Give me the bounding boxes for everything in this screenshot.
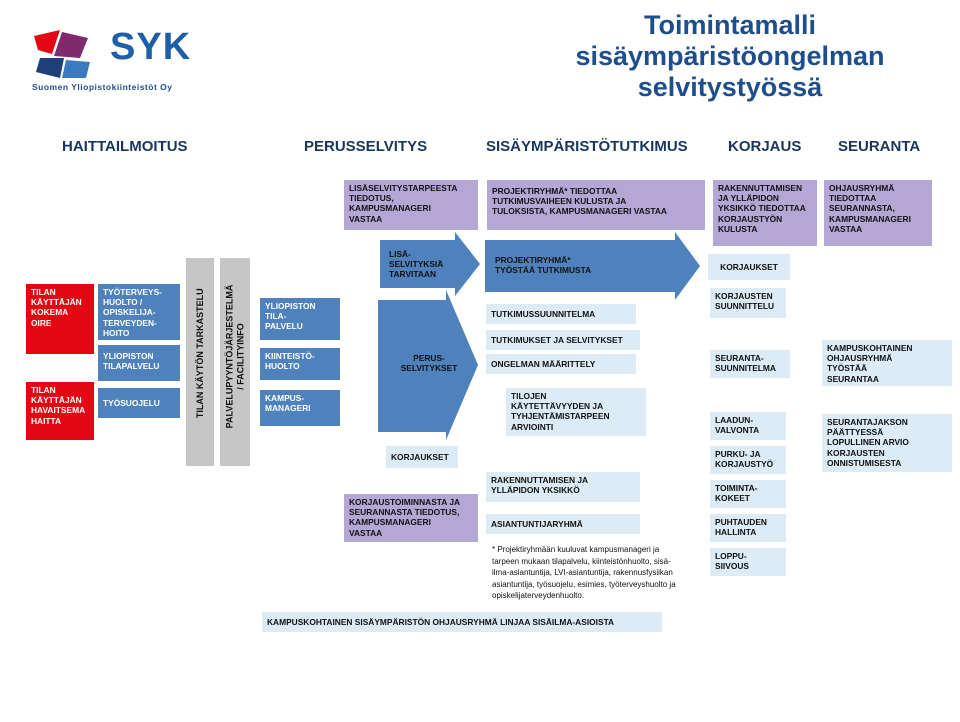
box-kokema-oire: TILAN KÄYTTÄJÄN KOKEMA OIRE	[26, 284, 94, 354]
box-tutkimukset-ja-selvitykset: TUTKIMUKSET JA SELVITYKSET	[486, 330, 640, 350]
box-tilojen-kaytettavyys: TILOJEN KÄYTETTÄVYYDEN JA TYHJENTÄMISTAR…	[506, 388, 646, 436]
column-seuranta: SEURANTA	[838, 138, 921, 155]
box-rakennuttamisen-tiedottaa: RAKENNUTTAMISEN JA YLLÄPIDON YKSIKKÖ TIE…	[713, 180, 817, 246]
arrow-lisaselvityksia	[380, 232, 480, 296]
box-lisaselvitystarpeesta-tiedotus: LISÄSELVITYSTARPEESTA TIEDOTUS, KAMPUSMA…	[344, 180, 478, 230]
box-kampuskohtainen-ohjausryhma: KAMPUSKOHTAINEN OHJAUSRYHMÄ TYÖSTÄÄ SEUR…	[822, 340, 952, 386]
box-ohjausryhma-tiedottaa: OHJAUSRYHMÄ TIEDOTTAA SEURANNASTA, KAMPU…	[824, 180, 932, 246]
box-toimintakokeet: TOIMINTA- KOKEET	[710, 480, 786, 508]
box-asiantuntijaryhma: ASIANTUNTIJARYHMÄ	[486, 514, 640, 534]
box-ongelman-maarittely: ONGELMAN MÄÄRITTELY	[486, 354, 636, 374]
box-korjaukset-perus: KORJAUKSET	[386, 446, 458, 468]
logo-text: SYK	[110, 26, 192, 68]
box-korjaukset-head: KORJAUKSET	[708, 254, 790, 280]
strip-label-palvelupyynto: PALVELUPYYNTÖJÄRJESTELMÄ / FACILITYINFO	[224, 284, 246, 429]
box-loppusiivous: LOPPU- SIIVOUS	[710, 548, 786, 576]
box-tutkimussuunnitelma: TUTKIMUSSUUNNITELMA	[486, 304, 636, 324]
box-kampusmanageri: KAMPUS- MANAGERI	[260, 390, 340, 426]
strip-label-tarkastelu: TILAN KÄYTÖN TARKASTELU	[194, 288, 205, 419]
box-projektiryhma-tiedottaa: PROJEKTIRYHMÄ* TIEDOTTAA TUTKIMUSVAIHEEN…	[487, 180, 705, 230]
box-rakennuttamisen-yksikko: RAKENNUTTAMISEN JA YLLÄPIDON YKSIKKÖ	[486, 472, 640, 502]
arrow-projektiryhma	[485, 232, 700, 300]
column-sisaymparistotutkimus: SISÄYMPÄRISTÖTUTKIMUS	[486, 138, 688, 155]
box-ohjausryhma-linjaa: KAMPUSKOHTAINEN SISÄYMPÄRISTÖN OHJAUSRYH…	[262, 612, 662, 632]
box-havaitsema-haitta: TILAN KÄYTTÄJÄN HAVAITSEMA HAITTA	[26, 382, 94, 440]
arrow-perusselvitykset	[378, 290, 478, 440]
box-tyoterveyshuolto: TYÖTERVEYS- HUOLTO / OPISKELIJA- TERVEYD…	[98, 284, 180, 340]
strip-tilan-kayton-tarkastelu: TILAN KÄYTÖN TARKASTELU	[186, 258, 214, 466]
strip-palvelupyyntojarjestelma: PALVELUPYYNTÖJÄRJESTELMÄ / FACILITYINFO	[220, 258, 250, 466]
box-kiinteistohuolto: KIINTEISTÖ- HUOLTO	[260, 348, 340, 380]
box-yliopiston-tilapalvelu: YLIOPISTON TILAPALVELU	[98, 345, 180, 381]
logo-subtitle: Suomen Yliopistokiinteistöt Oy	[32, 82, 173, 92]
label-projektiryhma-tyostaa: PROJEKTIRYHMÄ* TYÖSTÄÄ TUTKIMUSTA	[495, 255, 592, 276]
box-tyosuojelu: TYÖSUOJELU	[98, 388, 180, 418]
column-perusselvitys: PERUSSELVITYS	[304, 138, 428, 155]
box-korjaustoiminnasta-tiedotus: KORJAUSTOIMINNASTA JA SEURANNASTA TIEDOT…	[344, 494, 478, 542]
box-purku-ja-korjaustyo: PURKU- JA KORJAUSTYÖ	[710, 446, 786, 474]
box-yliopiston-tilapalvelu-perus: YLIOPISTON TILA- PALVELU	[260, 298, 340, 340]
logo: SYK Suomen Yliopistokiinteistöt Oy	[30, 22, 200, 92]
box-korjausten-suunnittelu: KORJAUSTEN SUUNNITTELU	[710, 288, 786, 318]
box-seurantajakson-paattyessa: SEURANTAJAKSON PÄÄTTYESSÄ LOPULLINEN ARV…	[822, 414, 952, 472]
column-haittailmoitus: HAITTAILMOITUS	[62, 138, 188, 155]
footnote-projektiryhma: * Projektiryhmään kuuluvat kampusmanager…	[492, 545, 676, 600]
box-puhtauden-hallinta: PUHTAUDEN HALLINTA	[710, 514, 786, 542]
label-perusselvitykset: PERUS- SELVITYKSET	[400, 353, 458, 374]
logo-mark	[34, 30, 90, 78]
column-korjaus: KORJAUS	[728, 138, 802, 155]
label-lisaselvityksia-tarvitaan: LISÄ- SELVITYKSIÄ TARVITAAN	[389, 249, 444, 280]
box-seurantasuunnitelma: SEURANTA- SUUNNITELMA	[710, 350, 790, 378]
page-title: Toimintamalli sisäympäristöongelman selv…	[575, 10, 885, 102]
box-laadunvalvonta: LAADUN- VALVONTA	[710, 412, 786, 440]
